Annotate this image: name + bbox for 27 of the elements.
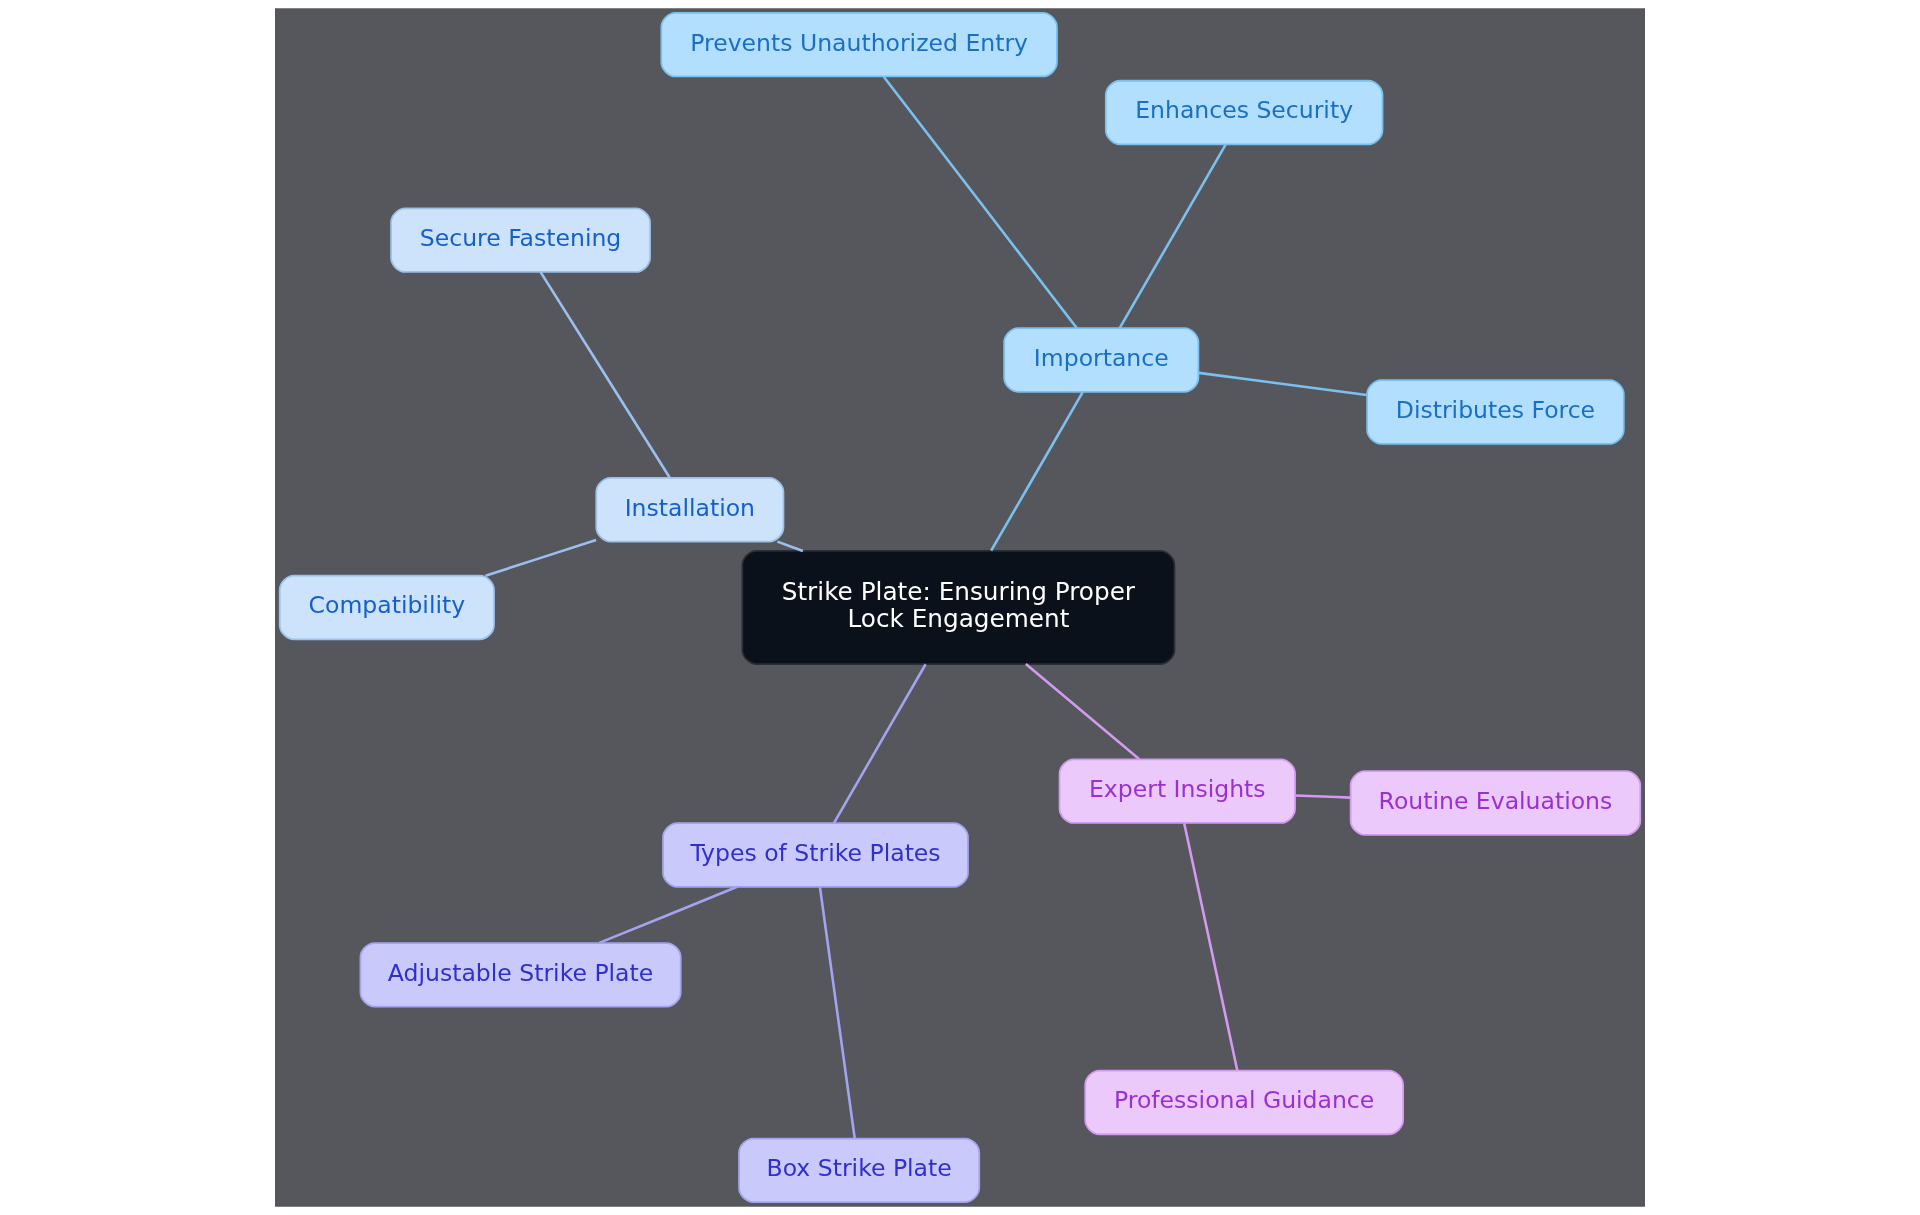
connector [818, 886, 856, 1139]
node-box: Adjustable Strike Plate [359, 942, 682, 1008]
node-box: Strike Plate: Ensuring Proper Lock Engagement [741, 550, 1176, 665]
node-box: Compatibility [278, 574, 495, 641]
connector [882, 75, 1078, 329]
node-box: Prevents Unauthorized Entry [660, 11, 1058, 78]
connector [832, 663, 927, 824]
connector [598, 885, 738, 945]
node-box: Enhances Security [1104, 79, 1384, 146]
connector [1295, 794, 1351, 799]
connector [1182, 823, 1239, 1071]
node-box: Distributes Force [1366, 379, 1625, 445]
connector [1198, 371, 1367, 397]
node-box: Box Strike Plate [738, 1137, 981, 1204]
node-box: Expert Insights [1058, 758, 1296, 824]
node-box: Importance [1003, 327, 1200, 393]
connector [539, 271, 671, 479]
connector [485, 538, 597, 577]
connector [1025, 663, 1141, 761]
node-box: Routine Evaluations [1349, 770, 1642, 836]
connector [990, 391, 1084, 552]
node-box: Secure Fastening [390, 207, 651, 273]
connector [776, 540, 804, 553]
node-box: Installation [595, 477, 785, 543]
node-box: Professional Guidance [1084, 1069, 1404, 1136]
node-box: Types of Strike Plates [662, 822, 969, 888]
connector [1118, 144, 1227, 329]
